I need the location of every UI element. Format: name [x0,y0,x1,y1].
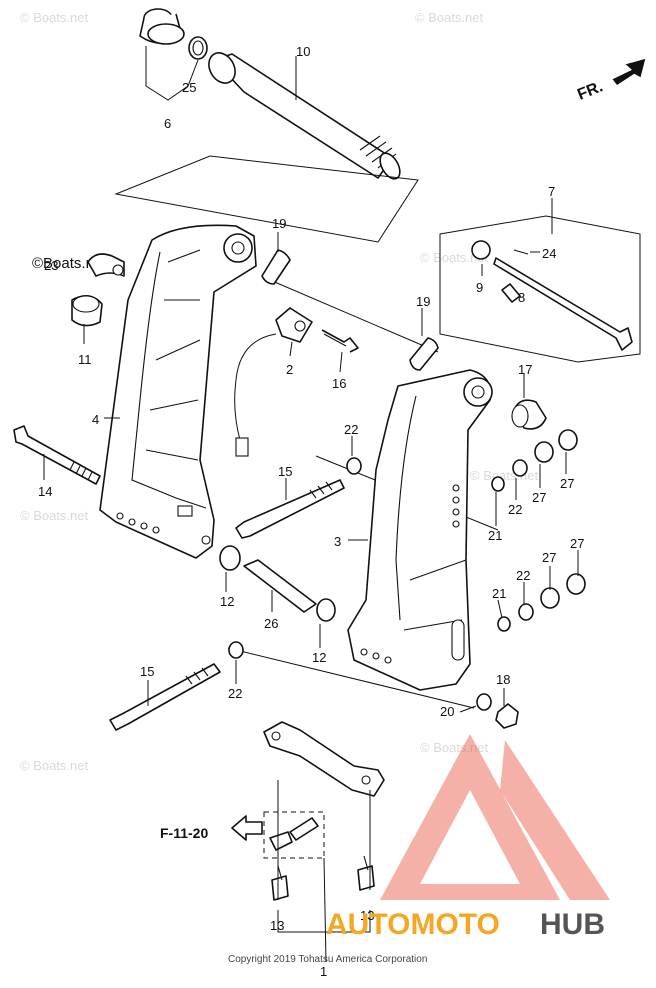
callout-27: 27 [532,490,546,505]
watermark-text: © Boats.net [420,250,489,265]
callout-10: 10 [296,44,310,59]
callout-22: 22 [228,686,242,701]
callout-27: 27 [560,476,574,491]
watermark-text: © Boats.net [20,758,89,773]
part-bushing-12 [219,545,241,571]
part-bolt-13 [357,855,375,891]
copyright-text: Copyright 2019 Tohatsu America Corporati… [228,954,427,965]
watermark-text: © Boats.net [470,468,539,483]
part-ring-19 [261,249,291,285]
arrow-right-icon [612,58,646,85]
callout-26: 26 [264,616,278,631]
callout-27: 27 [570,536,584,551]
reference-arrow: F-11-20 [160,815,263,841]
callout-22: 22 [516,568,530,583]
callout-6: 6 [164,116,171,131]
callout-15: 15 [278,464,292,479]
part-plate-1 [263,721,385,797]
part-clip-23 [87,253,125,277]
callout-15: 15 [140,664,154,679]
callout-21: 21 [488,528,502,543]
brand-name-secondary: HUB [540,908,605,941]
part-bushing-12 [316,598,336,622]
reference-label: F-11-20 [160,825,208,841]
part-bolt-16 [321,329,359,353]
callout-13: 13 [270,918,284,933]
part-sensor-2 [234,307,313,457]
callout-7: 7 [548,184,555,199]
part-bolt-15 [109,663,221,731]
callout-14: 14 [38,484,52,499]
part-bolt-14 [13,425,101,485]
callout-21: 21 [492,586,506,601]
callout-17: 17 [518,362,532,377]
callout-12: 12 [312,650,326,665]
leader-lines [43,198,579,963]
part-bracket-4 [99,224,257,559]
part-bracket-small [269,831,293,851]
callout-22: 22 [508,502,522,517]
callout-23: 23 [44,258,58,273]
callout-12: 12 [220,594,234,609]
part-bushing-11 [71,295,103,327]
callout-18: 18 [496,672,510,687]
callout-3: 3 [334,534,341,549]
callout-1: 1 [320,964,327,979]
part-rod-assembly-7 [439,215,641,363]
callout-9: 9 [476,280,483,295]
callout-2: 2 [286,362,293,377]
watermark-text: © Boats.net [415,10,484,25]
part-bracket-3 [347,369,493,691]
triangle-logo-icon [380,734,560,900]
front-label: FR. [575,78,605,103]
callout-22: 22 [344,422,358,437]
front-direction-indicator: FR. [575,58,646,104]
callout-24: 24 [542,246,556,261]
arrow-left-icon [231,815,263,841]
callout-25: 25 [182,80,196,95]
part-ring-19 [409,337,439,371]
callout-19: 19 [416,294,430,309]
callout-16: 16 [332,376,346,391]
part-bushing-17 [511,399,547,430]
part-pin-26 [243,559,317,613]
watermark-text: © Boats.net [20,508,89,523]
part-bushing-6 [139,8,208,60]
brand-name-primary: AUTOMOTO [326,908,500,941]
part-bolt-15 [235,479,345,539]
callout-20: 20 [440,704,454,719]
callout-8: 8 [518,290,525,305]
part-bolt-small [289,817,319,841]
callout-13: 13 [360,908,374,923]
watermark-text: © Boats.net [20,10,89,25]
watermarks: © Boats.net © Boats.net © Boats.net © Bo… [20,10,539,773]
callout-19: 19 [272,216,286,231]
callout-numbers: 10 25 6 7 24 9 8 19 19 23 11 2 16 17 4 2… [38,44,584,979]
watermark-text: © Boats.net [420,740,489,755]
watermark-highlight: ©Boats.net [32,255,107,272]
part-bolt-13 [271,865,289,901]
callout-11: 11 [78,352,92,367]
part-shaft-10 [208,52,401,180]
callout-4: 4 [92,412,99,427]
brand-logo [380,734,610,900]
callout-27: 27 [542,550,556,565]
